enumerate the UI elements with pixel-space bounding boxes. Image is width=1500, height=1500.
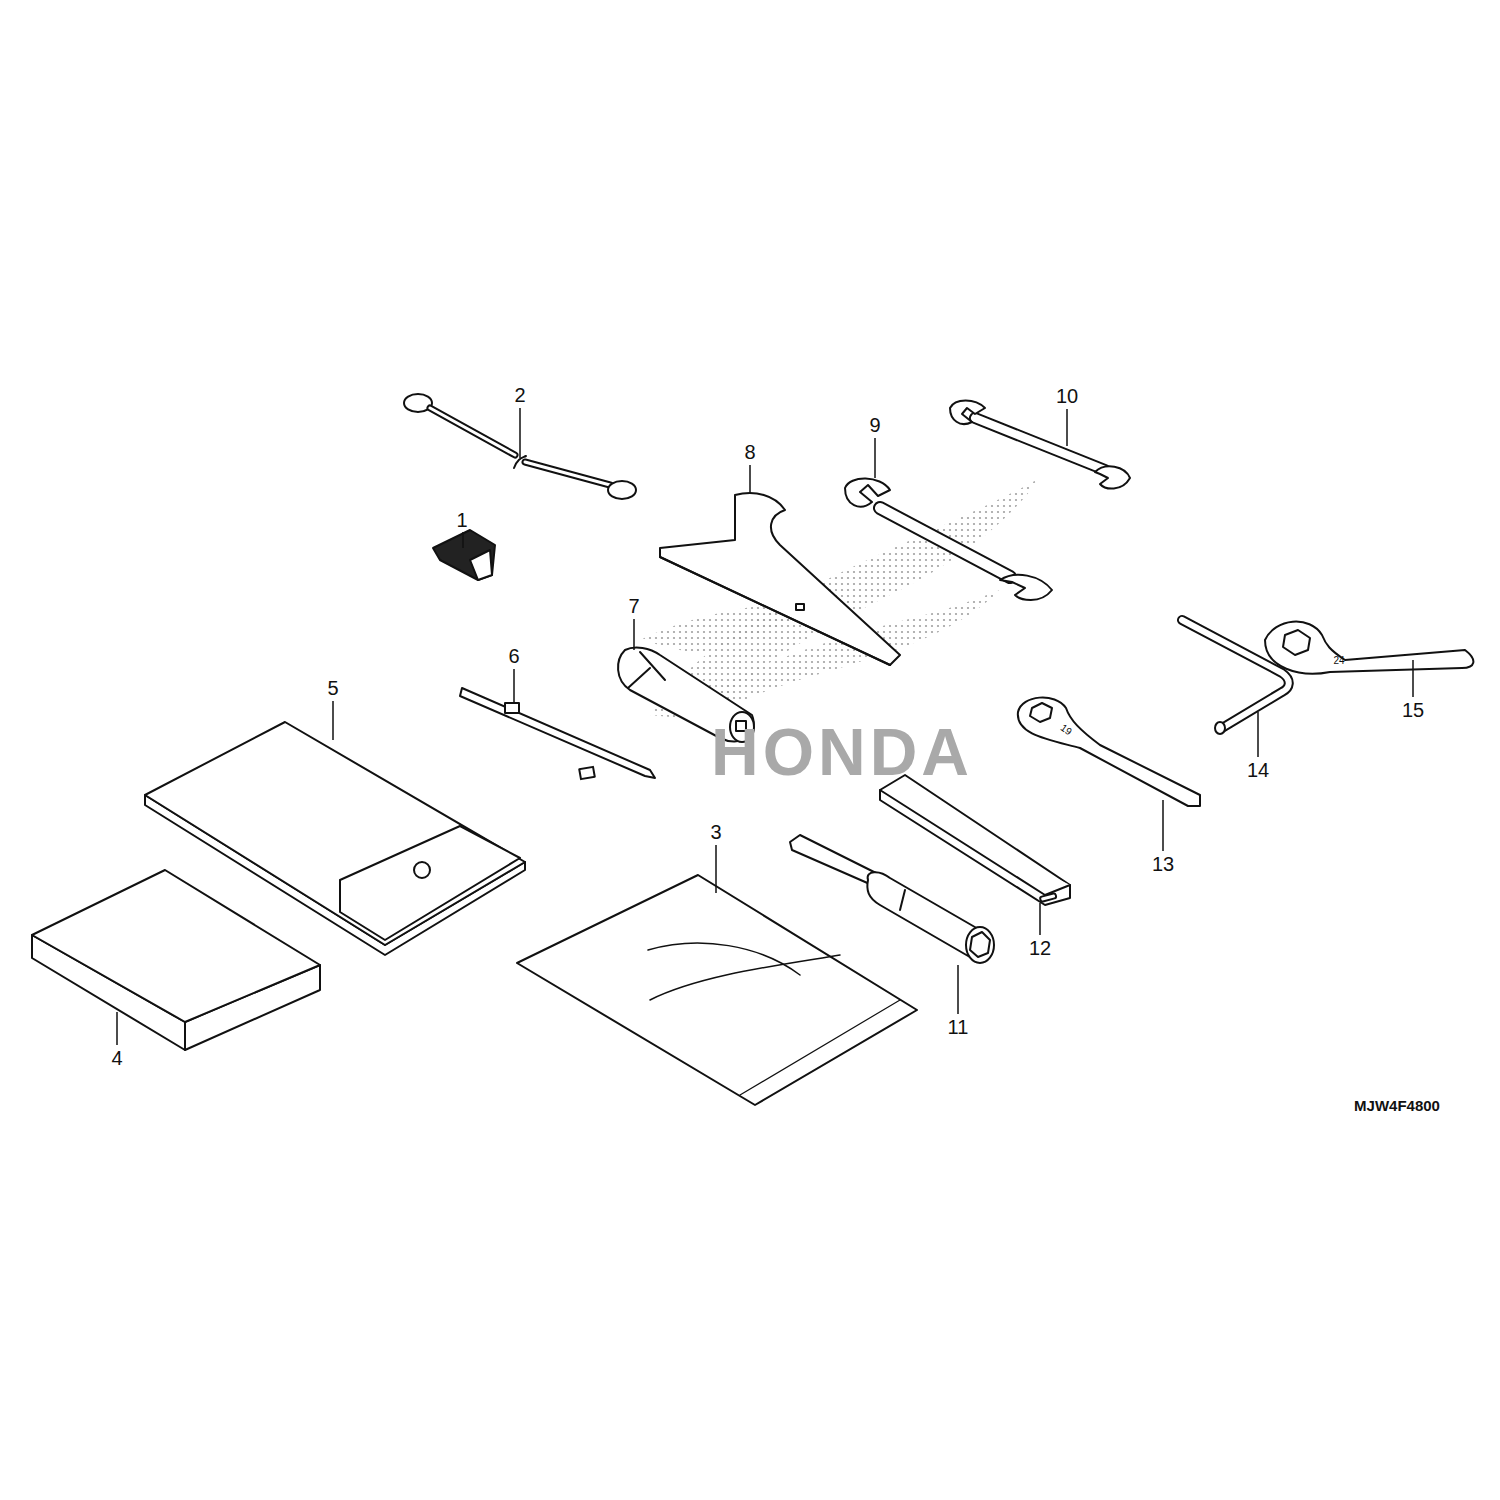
leader-lines [1066,409,1068,446]
helmet-cable [430,408,515,455]
leader-lines [1039,903,1041,935]
part-code: MJW4F4800 [1354,1098,1440,1113]
fuse-puller [433,530,495,580]
leader-lines [462,532,464,548]
instruction-sheet [740,1000,900,1095]
open-end-wrench [1000,575,1052,600]
pin-spanner [796,604,804,610]
open-end-wrench [845,478,1052,600]
helmet-cable [525,462,610,485]
helmet-cable [430,408,515,455]
leader-lines [332,701,334,740]
open-end-wrench [880,508,1010,577]
extension-bar [880,790,1070,895]
screwdriver-bit [460,688,655,779]
leader-lines [116,1012,118,1045]
open-end-wrench [845,478,890,506]
callout-number: 15 [1402,700,1424,720]
callout-number: 14 [1247,760,1269,780]
pin-spanner [660,493,900,665]
leader-lines [117,408,1413,1045]
callout-number: 5 [327,678,338,698]
instruction-sheet [517,875,917,1105]
owners-manual [184,1022,186,1050]
open-end-wrench [880,508,1010,577]
tool-bag [340,826,520,940]
helmet-cable [608,481,636,499]
spark-plug-wrench [900,890,905,910]
callout-number: 9 [869,415,880,435]
spark-plug-wrench [790,835,880,885]
ring-wrench [1283,630,1310,655]
leader-lines [957,965,959,1014]
extension-bar [880,775,1070,905]
callout-number: 4 [111,1048,122,1068]
screwdriver-bit [460,688,655,778]
callout-number: 11 [948,1017,969,1037]
helmet-cable [404,394,636,499]
screwdriver-handle [628,652,665,688]
leader-lines [1257,712,1259,757]
spark-plug-wrench [966,927,994,963]
callout-number: 7 [628,596,639,616]
extension-bar [880,775,1070,905]
leader-lines [1412,660,1414,697]
hex-key [1182,620,1289,728]
pin-spanner [660,493,900,665]
callout-number: 13 [1152,854,1174,874]
leader-lines [513,669,515,703]
extension-bar [1040,893,1057,902]
tool-bag [145,722,525,955]
size-marking: 24 [1333,656,1344,666]
hex-key [1182,620,1289,734]
hex-key [1215,722,1225,734]
owners-manual [32,870,320,1022]
callout-number: 3 [710,822,721,842]
pin-spanner [660,557,890,665]
instruction-sheet [517,875,917,1105]
callout-number: 8 [744,442,755,462]
instruction-sheet [650,955,840,1000]
screwdriver-bit [579,767,595,779]
callout-number: 10 [1056,386,1078,406]
ring-wrench [1018,697,1200,806]
ring-wrench [1030,703,1052,722]
leader-lines [633,619,635,650]
helmet-cable [525,462,610,485]
open-end-wrench [950,401,985,425]
ring-wrench [1265,622,1473,674]
leader-lines [1162,800,1164,851]
open-end-wrench [975,418,1105,470]
leader-lines [715,845,717,893]
hex-key [1182,620,1289,728]
tool-kit-illustration [32,394,1473,1105]
ring-wrench [1018,697,1200,806]
callout-number: 1 [456,510,467,530]
open-end-wrench [1095,466,1130,488]
fuse-puller [433,530,495,580]
callout-number: 12 [1029,938,1051,958]
leader-lines [874,438,876,478]
ring-wrench [1265,622,1473,674]
tool-bag [145,722,525,945]
instruction-sheet [648,943,800,975]
callout-number: 6 [508,646,519,666]
owners-manual [32,870,320,1050]
open-end-wrench [975,418,1105,470]
spark-plug-wrench [790,835,994,963]
screwdriver-bit [505,703,519,713]
leader-lines [749,465,751,493]
spark-plug-wrench [970,932,990,957]
spark-plug-wrench [867,872,989,960]
fuse-puller [470,550,492,580]
callout-number: 2 [514,385,525,405]
tool-bag [414,862,430,878]
watermark: HONDA [711,719,973,785]
leader-lines [519,408,521,458]
open-end-wrench [950,401,1130,489]
